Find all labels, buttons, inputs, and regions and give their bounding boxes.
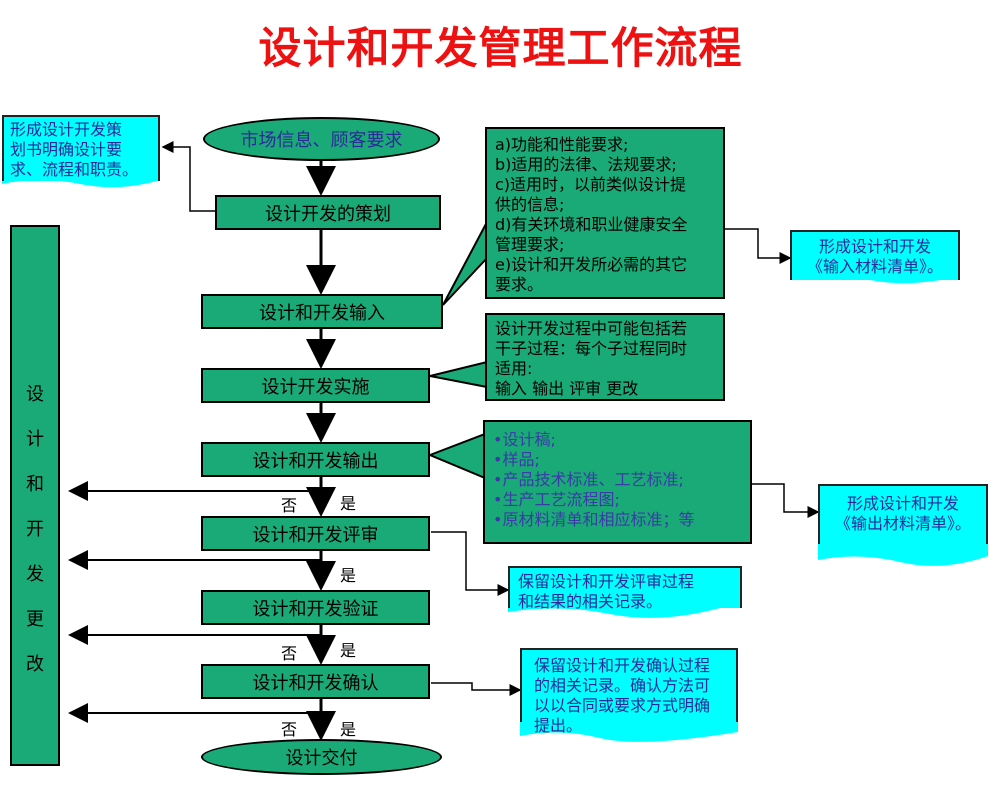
implementation-note: 设计开发过程中可能包括若 干子过程：每个子过程同时 适用: 输入 输出 评审 更… <box>485 313 725 401</box>
side-char: 更 <box>26 609 44 630</box>
no-label: 否 <box>281 644 298 663</box>
doc-line: 以以合同或要求方式明确 <box>534 696 711 715</box>
note-line: d)有关环境和职业健康安全 <box>495 215 688 234</box>
end-terminal: 设计交付 <box>201 739 442 775</box>
side-char: 发 <box>26 564 44 585</box>
note-line: •原材料清单和相应标准；等 <box>493 510 695 529</box>
note-line: 管理要求; <box>495 235 565 254</box>
note-line: 适用: <box>495 359 533 378</box>
planning-document: 形成设计开发策 划书明确设计要 求、流程和职责。 <box>2 115 160 181</box>
start-label: 市场信息、顾客要求 <box>240 130 403 151</box>
step-planning: 设计开发的策划 <box>215 195 441 230</box>
input-material-list-document: 形成设计和开发 《输入材料清单》。 <box>790 230 960 280</box>
page-title: 设计和开发管理工作流程 <box>258 24 743 74</box>
step-label: 设计和开发评审 <box>252 524 379 546</box>
doc-line: 形成设计和开发 <box>818 237 931 256</box>
step-label: 设计开发的策划 <box>265 203 391 225</box>
doc-line: 保留设计和开发确认过程 <box>534 656 711 675</box>
note-line: 设计开发过程中可能包括若 <box>495 319 688 338</box>
design-change-bar: 设 计 和 开 发 更 改 <box>10 225 60 766</box>
doc-line: 保留设计和开发评审过程 <box>518 572 695 591</box>
step-label: 设计和开发输入 <box>259 302 385 324</box>
output-material-list-document: 形成设计和开发 《输出材料清单》。 <box>818 484 988 544</box>
doc-line: 形成设计开发策 <box>10 120 123 139</box>
yes-label: 是 <box>340 720 357 739</box>
doc-line: 划书明确设计要 <box>10 140 123 159</box>
side-char: 开 <box>26 519 44 540</box>
side-char: 计 <box>26 429 44 450</box>
note-line: a)功能和性能要求; <box>495 135 629 154</box>
end-label: 设计交付 <box>285 748 358 769</box>
note-line: •生产工艺流程图; <box>493 490 620 509</box>
start-terminal: 市场信息、顾客要求 <box>203 117 440 161</box>
note-line: •设计稿; <box>493 430 556 449</box>
step-input: 设计和开发输入 <box>201 294 443 329</box>
note-line: c)适用时，以前类似设计提 <box>495 175 687 194</box>
note-line: 要求。 <box>495 275 544 294</box>
step-label: 设计开发实施 <box>261 376 370 398</box>
doc-line: 《输入材料清单》。 <box>806 257 943 276</box>
note-line: •样品; <box>493 450 540 469</box>
step-label: 设计和开发确认 <box>252 672 379 694</box>
doc-line: 和结果的相关记录。 <box>518 592 663 611</box>
note-line: 干子过程：每个子过程同时 <box>495 339 688 358</box>
side-char: 设 <box>26 384 44 405</box>
input-requirements-note: a)功能和性能要求; b)适用的法律、法规要求; c)适用时，以前类似设计提 供… <box>485 127 725 299</box>
doc-line: 《输出材料清单》。 <box>834 514 971 533</box>
note-line: •产品技术标准、工艺标准; <box>493 470 684 489</box>
step-validation: 设计和开发确认 <box>201 664 430 699</box>
doc-line: 的相关记录。确认方法可 <box>534 676 711 695</box>
review-record-document: 保留设计和开发评审过程 和结果的相关记录。 <box>508 566 742 611</box>
note-line: e)设计和开发所必需的其它 <box>495 255 688 274</box>
no-label: 否 <box>281 496 298 515</box>
step-label: 设计和开发验证 <box>252 598 379 620</box>
side-char: 和 <box>26 474 44 495</box>
side-char: 改 <box>26 654 44 675</box>
step-implementation: 设计开发实施 <box>201 368 430 403</box>
step-verification: 设计和开发验证 <box>201 590 430 625</box>
step-label: 设计和开发输出 <box>252 450 379 472</box>
output-items-note: •设计稿; •样品; •产品技术标准、工艺标准; •生产工艺流程图; •原材料清… <box>483 420 752 544</box>
doc-line: 提出。 <box>534 716 583 735</box>
yes-label: 是 <box>340 494 357 513</box>
yes-label: 是 <box>340 641 357 660</box>
doc-line: 形成设计和开发 <box>846 494 959 513</box>
doc-line: 求、流程和职责。 <box>10 160 139 179</box>
no-label: 否 <box>281 720 298 739</box>
note-line: 供的信息; <box>495 195 565 214</box>
note-line: b)适用的法律、法规要求; <box>495 155 677 174</box>
yes-label: 是 <box>340 566 357 585</box>
step-review: 设计和开发评审 <box>201 516 430 551</box>
note-line: 输入 输出 评审 更改 <box>495 379 639 398</box>
validation-record-document: 保留设计和开发确认过程 的相关记录。确认方法可 以以合同或要求方式明确 提出。 <box>520 648 738 735</box>
step-output: 设计和开发输出 <box>201 442 430 477</box>
